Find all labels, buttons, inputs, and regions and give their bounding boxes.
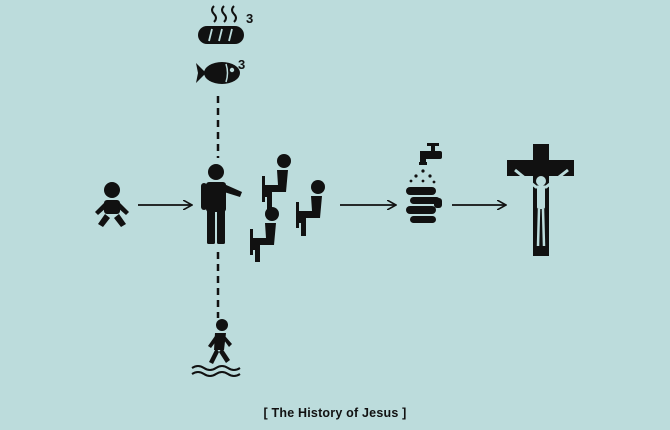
hand-washing-icon (406, 143, 442, 223)
seated-listeners-icon (250, 154, 325, 262)
walking-on-water-icon (191, 319, 241, 377)
seated-listener (250, 207, 279, 262)
crucifix-icon (507, 144, 574, 256)
bread-count-label: 3 (246, 11, 253, 26)
fish-count-label: 3 (238, 57, 245, 72)
bread-loaf-icon (198, 5, 244, 44)
seated-listener (296, 180, 325, 236)
fish-icon (196, 62, 240, 84)
diagram-caption: [ The History of Jesus ] (263, 406, 407, 420)
seated-listener (262, 154, 291, 210)
teacher-icon (201, 164, 242, 244)
baby-icon (95, 182, 129, 227)
